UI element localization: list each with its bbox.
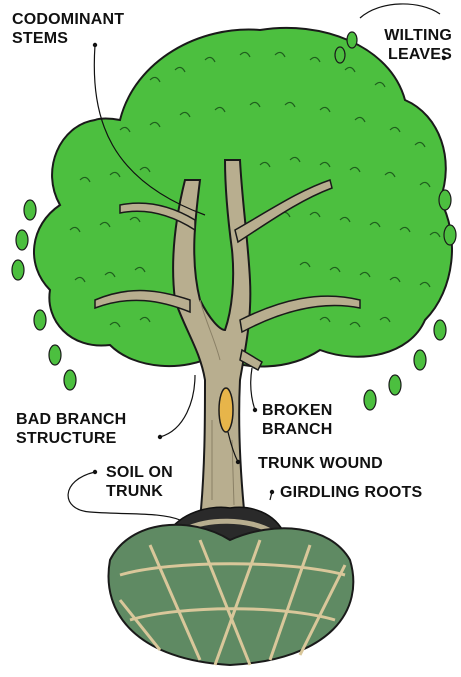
- label-codominant-stems-line2: STEMS: [12, 29, 124, 48]
- label-wilting-leaves-line2: LEAVES: [360, 45, 452, 64]
- label-codominant-stems: CODOMINANT STEMS: [12, 10, 124, 48]
- label-bad-branch-structure-line1: BAD BRANCH: [16, 410, 126, 429]
- label-broken-branch-line1: BROKEN: [262, 401, 333, 420]
- label-broken-branch-line2: BRANCH: [262, 420, 333, 439]
- label-wilting-leaves-line1: WILTING: [360, 26, 452, 45]
- label-trunk-wound-text: TRUNK WOUND: [258, 454, 383, 473]
- root-ball-group: [109, 507, 354, 665]
- label-wilting-leaves: WILTING LEAVES: [360, 26, 452, 64]
- label-broken-branch: BROKEN BRANCH: [262, 401, 333, 439]
- label-bad-branch-structure: BAD BRANCH STRUCTURE: [16, 410, 126, 448]
- label-soil-on-trunk-line1: SOIL ON: [106, 463, 173, 482]
- label-soil-on-trunk-line2: TRUNK: [106, 482, 173, 501]
- label-girdling-roots-text: GIRDLING ROOTS: [280, 483, 422, 502]
- label-soil-on-trunk: SOIL ON TRUNK: [106, 463, 173, 501]
- root-ball: [109, 525, 354, 665]
- leader-bad-branch: [160, 375, 195, 437]
- label-codominant-stems-line1: CODOMINANT: [12, 10, 124, 29]
- label-girdling-roots: GIRDLING ROOTS: [280, 483, 422, 502]
- trunk-wound: [219, 388, 233, 432]
- leader-broken: [251, 368, 255, 410]
- leader-wilting: [360, 4, 440, 18]
- label-bad-branch-structure-line2: STRUCTURE: [16, 429, 126, 448]
- label-trunk-wound: TRUNK WOUND: [258, 454, 383, 473]
